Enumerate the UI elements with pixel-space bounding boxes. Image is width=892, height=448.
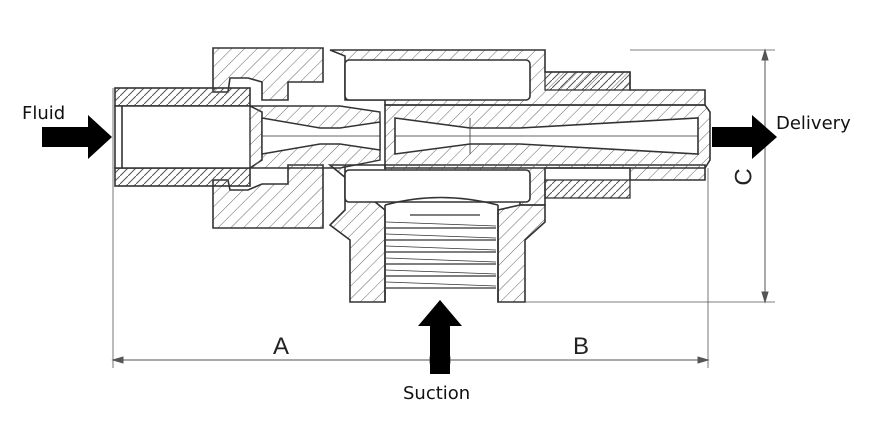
delivery-arrow — [712, 115, 777, 159]
inlet-nipple — [114, 87, 263, 187]
delivery-label: Delivery — [776, 113, 851, 134]
fluid-label: Fluid — [22, 103, 66, 124]
fluid-arrow — [42, 115, 112, 159]
outlet-threads — [544, 71, 631, 199]
dimension-c-label: C — [730, 168, 758, 186]
ejector-body — [212, 47, 706, 303]
dimension-b-label: B — [573, 333, 590, 360]
suction-port — [384, 196, 499, 302]
nozzle — [249, 105, 381, 169]
suction-label: Suction — [403, 383, 471, 404]
suction-arrow — [418, 300, 462, 374]
dimension-a-label: A — [273, 333, 290, 360]
diffuser — [384, 104, 711, 169]
